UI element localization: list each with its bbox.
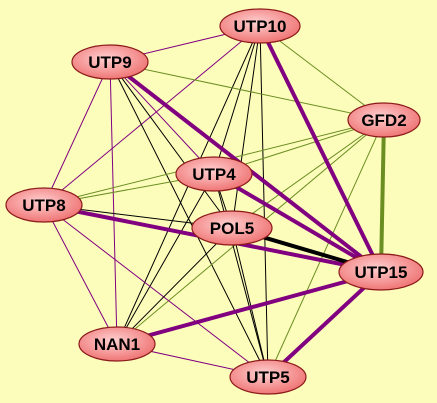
edge-utp4-nan1 (116, 173, 215, 345)
edge-utp8-utp5 (43, 204, 269, 378)
node-label: UTP5 (246, 368, 289, 387)
node-nan1[interactable]: NAN1 (78, 326, 156, 362)
node-label: POL5 (210, 219, 254, 238)
edge-gfd2-utp5 (267, 119, 385, 378)
edge-pol5-utp5 (231, 227, 269, 378)
node-label: UTP8 (22, 196, 65, 215)
edge-utp5-utp15 (266, 270, 383, 379)
node-label: UTP9 (88, 53, 131, 72)
node-ellipse (5, 187, 83, 223)
edge-gfd2-pol5 (231, 119, 385, 229)
node-utp15[interactable]: UTP15 (338, 253, 424, 291)
node-gfd2[interactable]: GFD2 (347, 102, 421, 138)
edge-utp4-utp5 (213, 173, 269, 378)
node-ellipse (191, 210, 273, 246)
edge-utp4-utp15 (212, 172, 383, 274)
edge-utp9-utp8 (43, 61, 111, 206)
node-ellipse (347, 102, 421, 138)
node-label: GFD2 (361, 111, 406, 130)
edge-utp9-utp4 (109, 61, 215, 175)
edge-utp10-utp15 (258, 24, 383, 274)
node-ellipse (71, 44, 149, 80)
node-ellipse (175, 156, 253, 192)
edge-utp9-utp5 (109, 61, 269, 378)
edge-utp10-utp8 (43, 25, 261, 206)
edge-utp10-gfd2 (259, 25, 385, 121)
edge-nan1-utp15 (115, 270, 383, 346)
node-ellipse (219, 8, 301, 44)
edge-utp10-pol5 (231, 25, 261, 229)
node-utp10[interactable]: UTP10 (219, 8, 301, 44)
node-utp9[interactable]: UTP9 (71, 44, 149, 80)
edge-utp9-nan1 (109, 61, 118, 345)
node-label: NAN1 (94, 335, 140, 354)
edge-utp9-pol5 (109, 61, 233, 229)
edge-utp8-nan1 (43, 204, 118, 345)
node-utp4[interactable]: UTP4 (175, 156, 253, 192)
edge-utp9-gfd2 (109, 61, 385, 121)
edge-pol5-nan1 (116, 227, 233, 345)
node-pol5[interactable]: POL5 (191, 210, 273, 246)
edge-gfd2-utp15 (379, 118, 386, 274)
node-ellipse (78, 326, 156, 362)
node-label: UTP10 (234, 17, 287, 36)
node-utp8[interactable]: UTP8 (5, 187, 83, 223)
node-label: UTP4 (192, 165, 236, 184)
node-label: UTP15 (355, 263, 408, 282)
node-ellipse (229, 359, 307, 395)
node-ellipse (338, 253, 424, 291)
node-utp5[interactable]: UTP5 (229, 359, 307, 395)
